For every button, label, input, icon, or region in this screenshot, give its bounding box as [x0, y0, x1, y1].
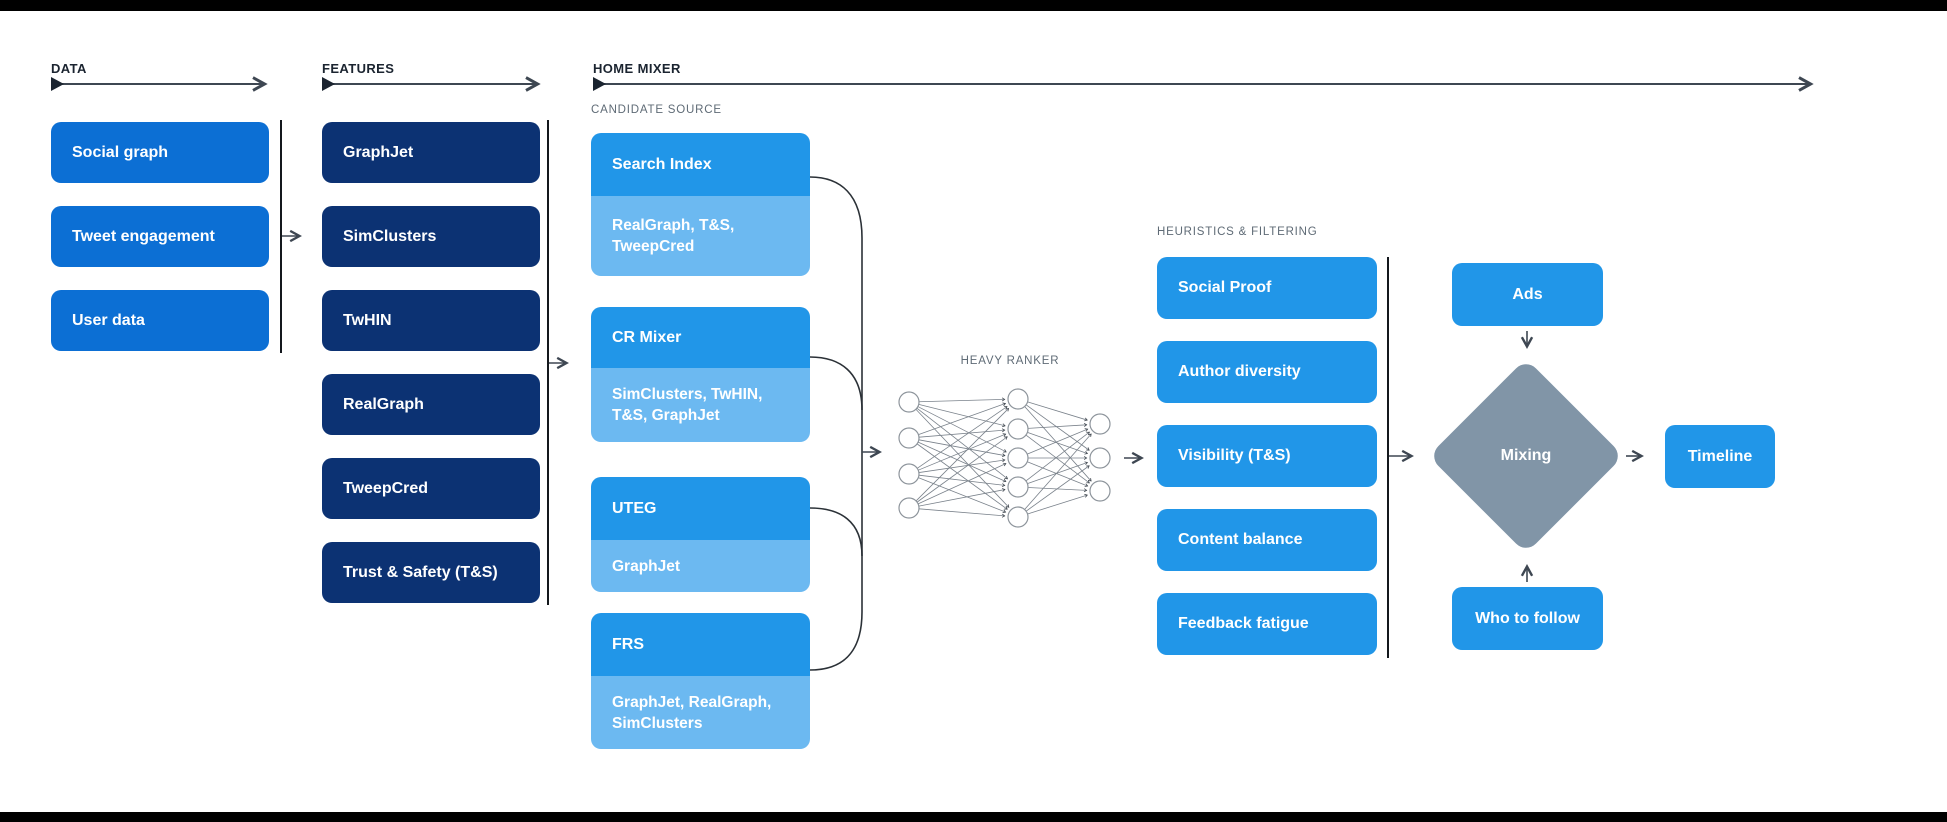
candidate-source-label: Search Index: [591, 133, 810, 196]
candidate-source-label: UTEG: [591, 477, 810, 540]
bottom-black-bar: [0, 812, 1947, 822]
heuristic-box-visibility: Visibility (T&S): [1157, 425, 1377, 487]
candidate-features-label: GraphJet: [591, 540, 810, 592]
feature-box-twhin: TwHIN: [322, 290, 540, 351]
mixing-label: Mixing: [1500, 447, 1552, 464]
candidate-merge-rail: [809, 176, 863, 671]
mixing-diamond: Mixing: [1428, 358, 1624, 554]
subheader-heuristics-filtering: HEURISTICS & FILTERING: [1157, 226, 1318, 238]
ads-box: Ads: [1452, 263, 1603, 326]
data-box-user-data: User data: [51, 290, 269, 351]
timeline-box: Timeline: [1665, 425, 1775, 488]
feature-box-trust-safety: Trust & Safety (T&S): [322, 542, 540, 603]
data-box-tweet-engagement: Tweet engagement: [51, 206, 269, 267]
section-header-home-mixer: HOME MIXER: [593, 61, 681, 76]
candidate-features-label: GraphJet, RealGraph, SimClusters: [591, 676, 810, 749]
candidate-group-cr-mixer: CR Mixer SimClusters, TwHIN, T&S, GraphJ…: [591, 307, 810, 442]
heuristic-box-author-diversity: Author diversity: [1157, 341, 1377, 403]
heuristic-box-social-proof: Social Proof: [1157, 257, 1377, 319]
who-to-follow-box: Who to follow: [1452, 587, 1603, 650]
feature-box-realgraph: RealGraph: [322, 374, 540, 435]
heuristic-box-feedback-fatigue: Feedback fatigue: [1157, 593, 1377, 655]
feature-box-simclusters: SimClusters: [322, 206, 540, 267]
feature-box-tweepcred: TweepCred: [322, 458, 540, 519]
subheader-heavy-ranker: HEAVY RANKER: [960, 355, 1060, 367]
section-header-features: FEATURES: [322, 61, 395, 76]
candidate-group-search-index: Search Index RealGraph, T&S, TweepCred: [591, 133, 810, 276]
candidate-features-label: SimClusters, TwHIN, T&S, GraphJet: [591, 368, 810, 442]
candidate-source-label: FRS: [591, 613, 810, 676]
subheader-candidate-source: CANDIDATE SOURCE: [591, 104, 722, 116]
section-header-data: DATA: [51, 61, 87, 76]
candidate-group-uteg: UTEG GraphJet: [591, 477, 810, 592]
candidate-features-label: RealGraph, T&S, TweepCred: [591, 196, 810, 276]
candidate-source-label: CR Mixer: [591, 307, 810, 368]
data-box-social-graph: Social graph: [51, 122, 269, 183]
feature-box-graphjet: GraphJet: [322, 122, 540, 183]
candidate-group-frs: FRS GraphJet, RealGraph, SimClusters: [591, 613, 810, 749]
neural-network-illustration: [898, 388, 1111, 528]
top-black-bar: [0, 0, 1947, 11]
heuristic-box-content-balance: Content balance: [1157, 509, 1377, 571]
